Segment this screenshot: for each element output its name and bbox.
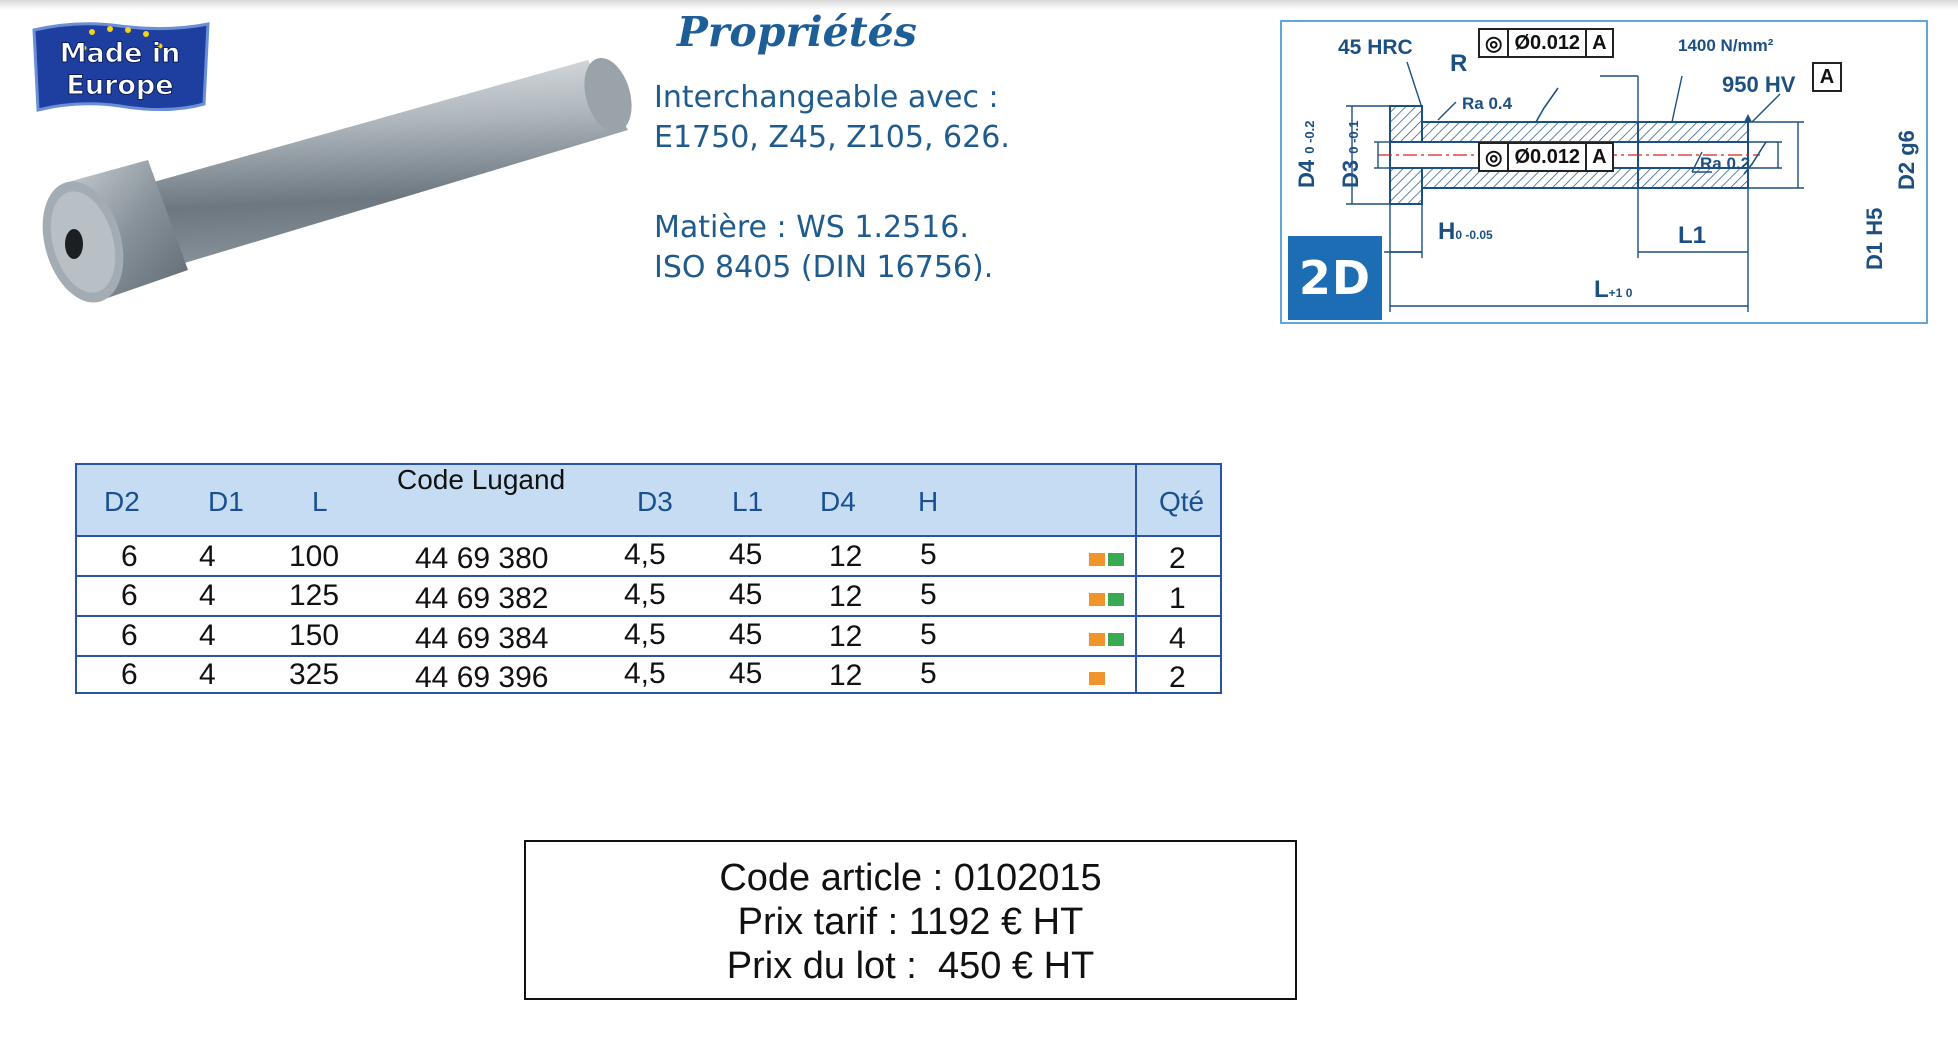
list-price: Prix tarif : 1192 € HT — [737, 901, 1084, 943]
table-cell: 12 — [829, 540, 863, 573]
properties-line: ISO 8405 (DIN 16756). — [654, 250, 994, 285]
roughness-label-2: Ra 0.2 — [1700, 154, 1751, 173]
h-label: H0 -0.05 — [1438, 218, 1493, 245]
radius-label: R — [1450, 50, 1468, 77]
tolerance-datum: A — [1592, 31, 1607, 54]
table-cell: 45 — [729, 538, 763, 571]
tolerance-datum: A — [1592, 145, 1607, 168]
properties-title: Propriétés — [677, 8, 917, 56]
table-cell: 6 — [121, 579, 138, 612]
lot-price: Prix du lot : 450 € HT — [726, 945, 1095, 987]
table-cell: 6 — [121, 540, 138, 573]
table-cell: 150 — [289, 619, 340, 652]
product-table: D2 D1 L Code Lugand D3 L1 D4 H Qté 6 4 1… — [75, 463, 1222, 694]
table-cell: 45 — [729, 657, 763, 690]
table-cell: 4 — [199, 540, 216, 573]
table-cell: 5 — [920, 578, 937, 611]
table-cell: 2 — [1169, 542, 1186, 575]
top-shadow — [0, 0, 1958, 10]
tolerance-value: Ø0.012 — [1509, 144, 1588, 170]
stock-indicator-orange — [1089, 593, 1105, 606]
concentricity-icon: ◎ — [1480, 144, 1510, 170]
table-cell: 6 — [121, 658, 138, 691]
column-header-qte: Qté — [1159, 486, 1205, 517]
tolerance-value: Ø0.012 — [1509, 30, 1588, 56]
d2-label: D2 g6 — [1894, 130, 1919, 190]
hardness-label: 950 HV — [1722, 72, 1796, 97]
tolerance-frame-1: ◎ Ø0.012 A — [1478, 28, 1614, 58]
column-header-h: H — [918, 486, 939, 517]
badge-line2: Europe — [66, 70, 173, 101]
table-cell: 44 69 380 — [415, 542, 549, 575]
column-header-l1: L1 — [732, 486, 764, 517]
stock-indicator-green — [1108, 553, 1124, 566]
table-cell: 4,5 — [624, 538, 666, 571]
table-cell: 125 — [289, 579, 340, 612]
price-box: Code article : 0102015 Prix tarif : 1192… — [524, 840, 1297, 1000]
table-cell: 100 — [289, 540, 340, 573]
strength-label: 1400 N/mm² — [1678, 36, 1774, 55]
d1-label: D1 H5 — [1862, 207, 1887, 270]
column-header-code: Code Lugand — [397, 464, 566, 495]
roughness-label-1: Ra 0.4 — [1462, 94, 1513, 113]
column-header-d2: D2 — [104, 486, 140, 517]
article-code: Code article : 0102015 — [719, 857, 1102, 899]
table-cell: 5 — [920, 538, 937, 571]
technical-drawing: 2D 45 HRC R Ra 0.4 Ra 0.2 ◎ Ø0.012 A ◎ Ø… — [1280, 20, 1928, 324]
table-cell: 4,5 — [624, 618, 666, 651]
made-in-europe-badge: Made in Europe — [28, 18, 213, 114]
column-header-d3: D3 — [637, 486, 673, 517]
stock-indicator-green — [1108, 633, 1124, 646]
badge-2d: 2D — [1288, 236, 1382, 320]
stock-indicator-green — [1108, 593, 1124, 606]
d4-label: D4 0 -0.2 — [1294, 120, 1319, 189]
table-cell: 4 — [199, 658, 216, 691]
properties-text: Interchangeable avec : E1750, Z45, Z105,… — [654, 78, 1074, 288]
table-cell: 44 69 384 — [415, 622, 549, 655]
table-cell: 45 — [729, 618, 763, 651]
properties-line: E1750, Z45, Z105, 626. — [654, 120, 1010, 155]
product-image — [28, 52, 638, 332]
d3-label: D3 0 -0.1 — [1338, 120, 1363, 189]
table-cell: 4 — [199, 579, 216, 612]
table-cell: 12 — [829, 659, 863, 692]
stock-indicator-orange — [1089, 672, 1105, 685]
table-cell: 45 — [729, 578, 763, 611]
datum-a-box: A — [1812, 62, 1842, 92]
column-header-l: L — [312, 486, 328, 517]
l-label: L+1 0 — [1594, 276, 1633, 303]
stock-indicator-orange — [1089, 553, 1105, 566]
table-cell: 5 — [920, 618, 937, 651]
properties-line: Matière : WS 1.2516. — [654, 210, 969, 245]
hrc-label: 45 HRC — [1338, 36, 1413, 59]
l1-label: L1 — [1678, 222, 1707, 249]
badge-line1: Made in — [60, 38, 181, 69]
table-cell: 4 — [1169, 622, 1186, 655]
tolerance-frame-2: ◎ Ø0.012 A — [1478, 142, 1614, 172]
concentricity-icon: ◎ — [1480, 30, 1510, 56]
column-header-d4: D4 — [820, 486, 856, 517]
table-cell: 44 69 382 — [415, 582, 549, 615]
properties-line: Interchangeable avec : — [654, 80, 999, 115]
table-cell: 6 — [121, 619, 138, 652]
table-cell: 4,5 — [624, 657, 666, 690]
column-header-d1: D1 — [208, 486, 244, 517]
stock-indicator-orange — [1089, 633, 1105, 646]
table-cell: 2 — [1169, 661, 1186, 694]
table-cell: 4 — [199, 619, 216, 652]
table-cell: 1 — [1169, 582, 1186, 615]
table-cell: 325 — [289, 658, 340, 691]
table-cell: 4,5 — [624, 578, 666, 611]
table-cell: 12 — [829, 620, 863, 653]
table-cell: 5 — [920, 657, 937, 690]
table-cell: 12 — [829, 580, 863, 613]
table-cell: 44 69 396 — [415, 661, 549, 694]
table-header — [77, 465, 1220, 537]
